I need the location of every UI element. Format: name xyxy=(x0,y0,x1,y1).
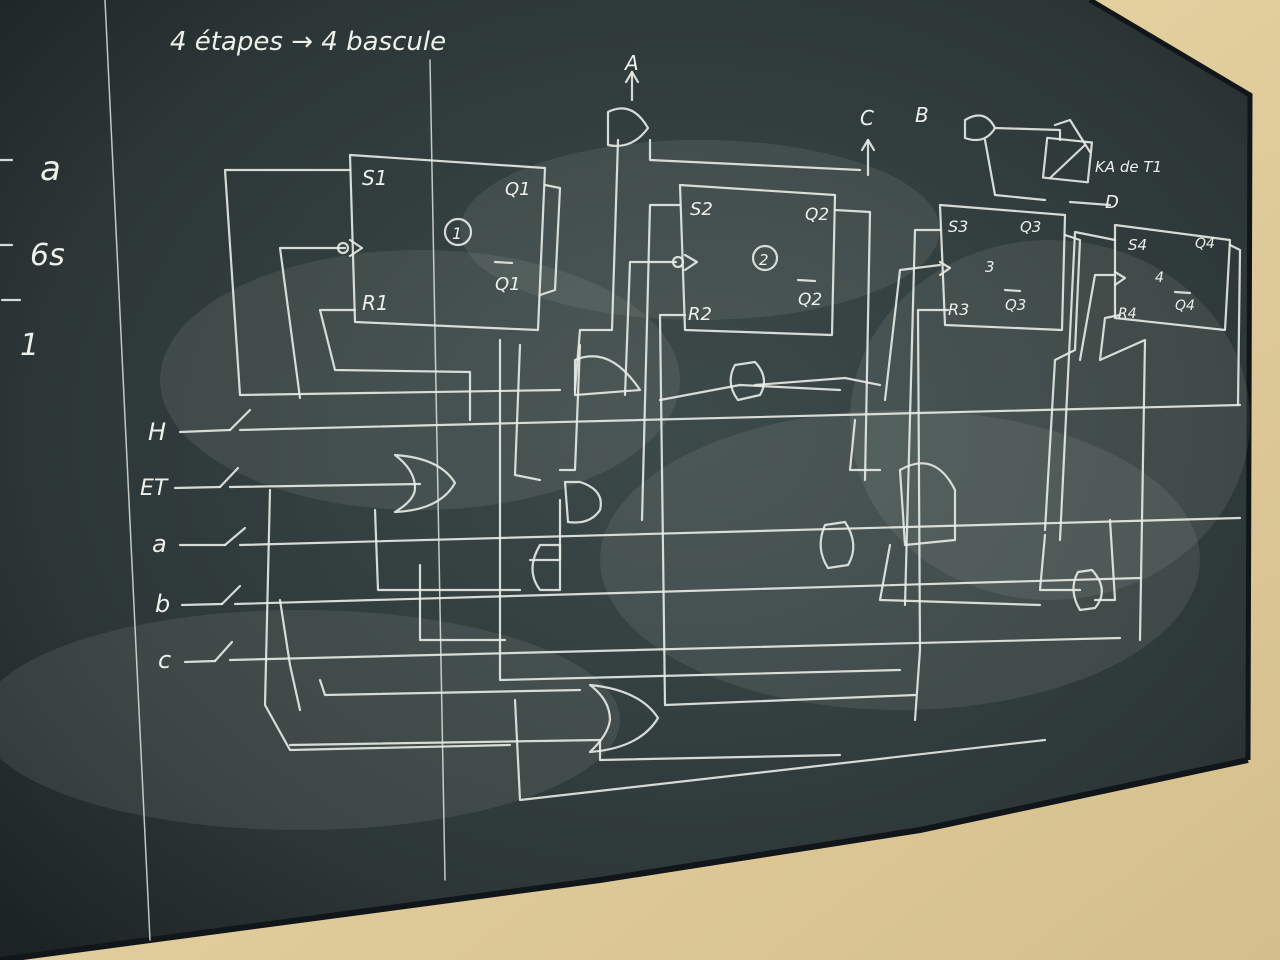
flipflop-2-r: R2 xyxy=(688,304,712,325)
output-a-label: A xyxy=(623,51,639,75)
chalkboard xyxy=(0,0,1250,960)
output-labels: A C B KA de T1 D xyxy=(606,51,1162,213)
output-b-label: B xyxy=(915,103,929,127)
diagram-title: 4 étapes → 4 bascule xyxy=(170,27,446,57)
board-bottom-edge xyxy=(0,757,1249,960)
input-h-label: H xyxy=(148,418,166,446)
flipflop-4-q: Q4 xyxy=(1195,236,1215,252)
or-gate-1 xyxy=(393,453,457,514)
flipflop-4-r: R4 xyxy=(1118,306,1137,322)
flipflop-2-q: Q2 xyxy=(805,205,829,225)
input-b-label: b xyxy=(155,590,170,618)
wiring xyxy=(223,118,1242,802)
or-gate-2 xyxy=(588,683,660,754)
margin-text-a: a xyxy=(40,149,61,189)
and-gate-3 xyxy=(563,480,602,524)
input-c-label: c xyxy=(158,646,171,674)
and-gate-5 xyxy=(729,360,766,402)
left-margin-notes: a 6s 1 xyxy=(0,149,65,363)
flipflop-1-q: Q1 xyxy=(505,179,531,200)
flipflop-1: S1 R1 Q1 Q1 1 xyxy=(336,153,547,332)
and-gate-a xyxy=(606,107,650,147)
flipflop-1-s: S1 xyxy=(362,166,387,190)
flipflop-3-q: Q3 xyxy=(1020,218,1041,236)
margin-line xyxy=(104,0,151,941)
logic-gates xyxy=(393,355,1103,754)
margin-text-1: 1 xyxy=(20,328,39,363)
and-gate-7 xyxy=(898,462,957,547)
flipflop-1-number: 1 xyxy=(452,224,462,243)
flipflop-1-r: R1 xyxy=(362,291,389,315)
flipflop-3-qbar: Q3 xyxy=(1005,296,1026,314)
and-gate-4 xyxy=(531,543,562,592)
relay-ka xyxy=(1041,136,1094,184)
flipflop-2-s: S2 xyxy=(690,199,713,220)
output-d-label: D xyxy=(1105,192,1119,213)
flipflop-4-s: S4 xyxy=(1128,236,1147,254)
flipflop-3: S3 R3 Q3 Q3 3 xyxy=(938,203,1067,332)
inputs: H ET a b c xyxy=(140,403,1242,674)
flipflop-2: S2 R2 Q2 Q2 2 xyxy=(671,183,837,337)
relay-label: KA de T1 xyxy=(1095,158,1162,176)
flipflop-1-qbar: Q1 xyxy=(495,274,521,295)
and-gate-2 xyxy=(573,355,642,397)
and-gate-6 xyxy=(819,520,855,570)
flipflop-3-s: S3 xyxy=(948,217,968,236)
flipflop-2-number: 2 xyxy=(759,251,769,269)
margin-text-6s: 6s xyxy=(30,238,65,273)
flipflop-4-number: 4 xyxy=(1155,270,1164,286)
chalk-smears xyxy=(0,140,1250,830)
input-et-label: ET xyxy=(140,476,169,501)
output-c-label: C xyxy=(860,106,874,130)
flipflop-4-qbar: Q4 xyxy=(1175,298,1195,314)
flipflop-3-r: R3 xyxy=(948,300,969,319)
board-right-edge xyxy=(1088,0,1253,761)
flipflop-2-qbar: Q2 xyxy=(798,290,822,310)
input-a-label: a xyxy=(152,530,167,558)
flipflop-3-number: 3 xyxy=(985,258,995,276)
and-gate-8 xyxy=(1072,568,1103,612)
flipflop-4: S4 R4 Q4 Q4 4 xyxy=(1113,223,1232,332)
